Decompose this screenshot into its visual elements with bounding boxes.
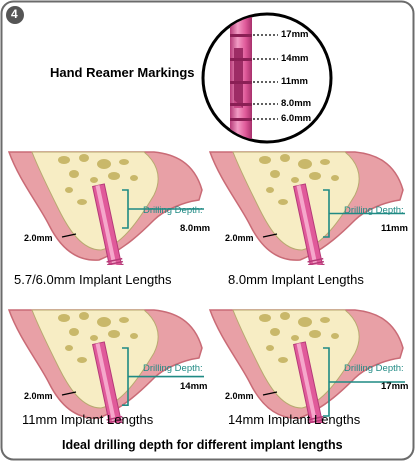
reamer-thread	[308, 260, 325, 265]
bone	[31, 151, 159, 251]
bone-spot	[320, 317, 330, 323]
reamer-thread	[107, 421, 124, 423]
bone-spot	[291, 177, 299, 183]
bone-spot	[58, 156, 70, 164]
bone-spot	[79, 312, 89, 320]
marking-17mm: 17mm	[281, 29, 309, 40]
drilling-depth-value: 17mm	[381, 381, 409, 392]
bone-spot	[119, 159, 129, 165]
bone-spot	[280, 154, 290, 162]
reamer-thread	[106, 415, 123, 421]
reamer-thread	[106, 257, 123, 263]
title: Hand Reamer Markings	[50, 65, 195, 80]
reamer-thread	[307, 415, 324, 421]
bone-spot	[90, 177, 98, 183]
crest-leader	[262, 233, 278, 238]
implant-length-label: 14mm Implant Lengths	[228, 412, 361, 427]
bone-spot	[266, 345, 274, 351]
jaw-diagram-3	[7, 309, 204, 423]
reamer-thread	[107, 263, 124, 265]
bone-spot	[259, 314, 271, 322]
bone-spot	[270, 328, 280, 336]
bone-spot	[97, 159, 111, 169]
panel-number-badge	[6, 6, 24, 24]
bone-spot	[331, 333, 339, 339]
crest-leader	[61, 391, 77, 396]
drilling-depth-label: Drilling Depth:	[344, 363, 404, 374]
bone-spot	[77, 199, 87, 205]
crest-label: 2.0mm	[225, 233, 254, 243]
crest-label: 2.0mm	[24, 233, 53, 243]
bone-spot	[65, 187, 73, 193]
crest-label: 2.0mm	[24, 391, 53, 401]
bone-spot	[259, 156, 271, 164]
bone-spot	[280, 312, 290, 320]
bone	[31, 309, 159, 409]
jaw-diagram-1	[7, 151, 204, 265]
bone-spot	[77, 357, 87, 363]
bone-spot	[79, 154, 89, 162]
drilling-depth-value: 14mm	[180, 381, 208, 392]
reamer-thread	[308, 263, 325, 265]
bone-spot	[90, 335, 98, 341]
marking-8mm: 8.0mm	[281, 98, 312, 109]
bone-spot	[119, 317, 129, 323]
bone-spot	[69, 328, 79, 336]
implant-length-label: 5.7/6.0mm Implant Lengths	[14, 272, 172, 287]
drilling-depth-label: Drilling Depth:	[143, 363, 203, 374]
reamer-thread	[107, 418, 124, 423]
implant-length-label: 8.0mm Implant Lengths	[228, 272, 364, 287]
jaw-diagram-4	[208, 309, 405, 423]
bone-spot	[298, 159, 312, 169]
bone-spot	[270, 170, 280, 178]
bone	[232, 151, 360, 251]
marking-14mm: 14mm	[281, 53, 309, 64]
bone-spot	[266, 187, 274, 193]
bone-spot	[108, 172, 120, 180]
marking-6mm: 6.0mm	[281, 113, 312, 124]
bone-spot	[65, 345, 73, 351]
marking-11mm: 11mm	[281, 76, 308, 87]
panel-number: 4	[11, 7, 18, 21]
bone-spot	[309, 330, 321, 338]
bone-spot	[278, 199, 288, 205]
caption: Ideal drilling depth for different impla…	[62, 438, 343, 452]
bone-spot	[58, 314, 70, 322]
crest-leader	[61, 233, 77, 238]
bone-spot	[130, 175, 138, 181]
bone-spot	[69, 170, 79, 178]
bone-spot	[108, 330, 120, 338]
bone-spot	[298, 317, 312, 327]
reamer-thread	[308, 418, 325, 423]
reamer-thread	[308, 421, 325, 423]
jaw-diagram-2	[208, 151, 405, 265]
reamer-magnifier	[201, 12, 333, 144]
drilling-depth-label: Drilling Depth:	[344, 205, 404, 216]
implant-length-label: 11mm Implant Lengths	[22, 412, 154, 427]
bone-spot	[291, 335, 299, 341]
drilling-depth-value: 8.0mm	[180, 223, 211, 234]
drilling-depth-label: Drilling Depth:	[143, 205, 203, 216]
reamer-thread	[307, 257, 324, 263]
crest-label: 2.0mm	[225, 391, 254, 401]
bone-spot	[97, 317, 111, 327]
drilling-depth-value: 11mm	[381, 223, 408, 234]
bone-spot	[320, 159, 330, 165]
reamer-thread	[107, 260, 124, 265]
bone	[232, 309, 360, 409]
bone-spot	[278, 357, 288, 363]
crest-leader	[262, 391, 278, 396]
bone-spot	[130, 333, 138, 339]
bone-spot	[309, 172, 321, 180]
bone-spot	[331, 175, 339, 181]
